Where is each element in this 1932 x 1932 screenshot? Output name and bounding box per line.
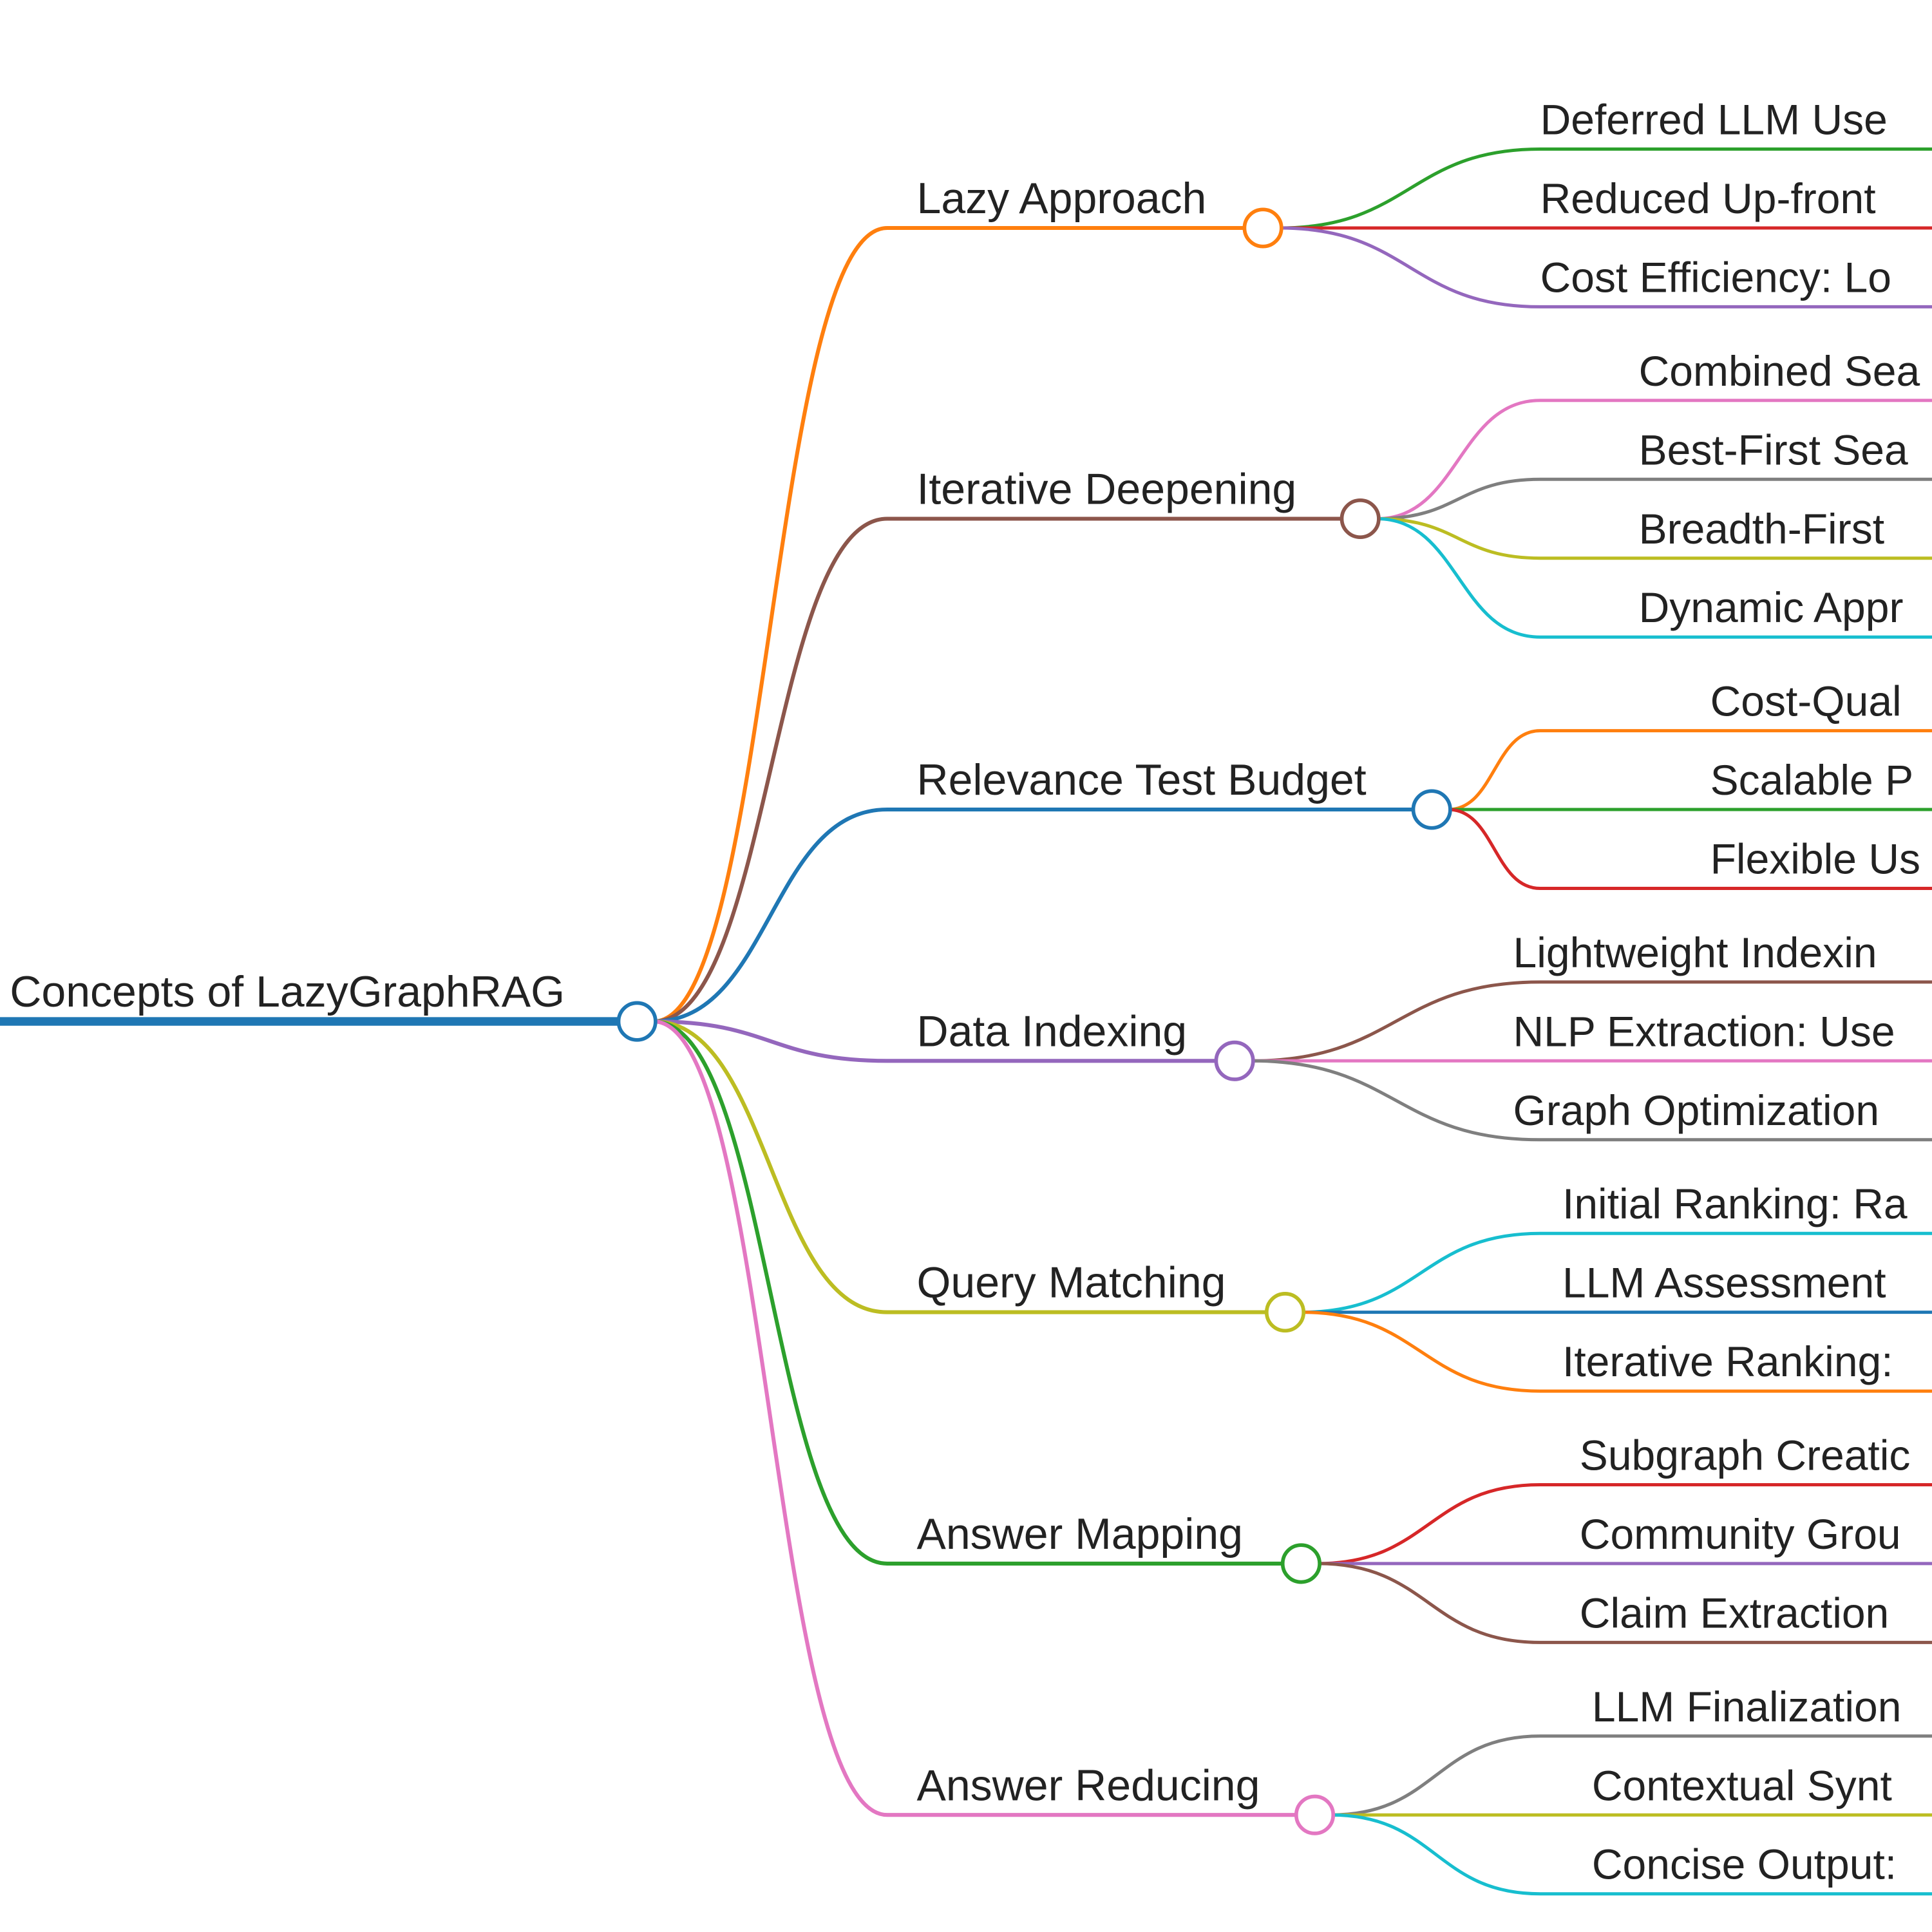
- branch-node[interactable]: [1280, 1543, 1321, 1584]
- root-label: Concepts of LazyGraphRAG: [10, 967, 565, 1016]
- leaf-label: Combined Sea: [1639, 347, 1920, 395]
- branch-node[interactable]: [1340, 498, 1381, 540]
- leaf-label: Cost-Qual: [1710, 677, 1902, 725]
- leaf-label: Community Grou: [1580, 1510, 1901, 1558]
- leaf-label: Flexible Us: [1710, 835, 1920, 883]
- leaf-label: Cost Efficiency: Lo: [1540, 253, 1891, 301]
- leaf-link: [1251, 1059, 1932, 1142]
- mindmap-nodes: [616, 207, 1452, 1835]
- branch-label: Lazy Approach: [917, 174, 1207, 223]
- leaf-link: [1331, 1734, 1932, 1817]
- leaf-label: Graph Optimization: [1513, 1086, 1880, 1134]
- branch-label: Query Matching: [917, 1258, 1226, 1307]
- leaf-label: Breadth-First: [1639, 505, 1884, 553]
- leaf-label: Lightweight Indexin: [1513, 929, 1877, 976]
- branch-link: [653, 1019, 1296, 1817]
- leaf-label: Iterative Ranking:: [1562, 1338, 1893, 1385]
- leaf-label: Scalable P: [1710, 756, 1914, 804]
- leaf-link: [1448, 808, 1932, 890]
- leaf-link: [1279, 226, 1932, 308]
- branch-node[interactable]: [1294, 1794, 1336, 1835]
- leaf-link: [1318, 1562, 1932, 1644]
- leaf-label: LLM Finalization: [1592, 1683, 1902, 1730]
- leaf-link: [1302, 1311, 1932, 1393]
- branch-link: [653, 1019, 1267, 1314]
- branch-label: Answer Reducing: [917, 1761, 1260, 1810]
- branch-node[interactable]: [1411, 789, 1452, 830]
- leaf-label: Best-First Sea: [1639, 426, 1908, 473]
- branch-link: [653, 225, 1245, 1024]
- leaf-link: [1377, 399, 1932, 520]
- branch-label: Iterative Deepening: [917, 465, 1297, 514]
- leaf-link: [1302, 1231, 1932, 1314]
- leaf-label: LLM Assessment: [1562, 1259, 1886, 1307]
- branch-link: [653, 807, 1414, 1024]
- branch-node[interactable]: [1264, 1292, 1306, 1333]
- branch-label: Data Indexing: [917, 1007, 1188, 1056]
- mindmap-labels: Concepts of LazyGraphRAG Lazy Approach Def…: [10, 96, 1920, 1888]
- leaf-label: NLP Extraction: Use: [1513, 1007, 1895, 1055]
- branch-label: Answer Mapping: [917, 1510, 1243, 1558]
- leaf-link: [1279, 147, 1932, 230]
- leaf-link: [1377, 477, 1932, 520]
- leaf-link: [1377, 517, 1932, 639]
- leaf-link: [1251, 980, 1932, 1063]
- leaf-label: Initial Ranking: Ra: [1562, 1180, 1908, 1227]
- root-node[interactable]: [616, 1001, 658, 1042]
- branch-node[interactable]: [1242, 207, 1283, 249]
- branch-label: Relevance Test Budget: [917, 755, 1367, 804]
- leaf-label: Subgraph Creatic: [1580, 1432, 1911, 1479]
- leaf-link: [1331, 1813, 1932, 1896]
- leaf-link: [1377, 517, 1932, 560]
- leaf-label: Claim Extraction: [1580, 1589, 1889, 1636]
- leaf-link: [1448, 729, 1932, 811]
- leaf-label: Contextual Synt: [1592, 1761, 1892, 1809]
- branch-link: [653, 516, 1342, 1024]
- leaf-label: Reduced Up-front: [1540, 175, 1876, 222]
- leaf-label: Concise Output:: [1592, 1841, 1897, 1888]
- branch-node[interactable]: [1214, 1040, 1255, 1081]
- branch-link: [653, 1019, 1217, 1063]
- leaf-link: [1318, 1483, 1932, 1566]
- leaf-label: Deferred LLM Use: [1540, 96, 1888, 144]
- branch-link: [653, 1019, 1283, 1566]
- mindmap-links: [0, 147, 1932, 1896]
- leaf-label: Dynamic Appr: [1639, 583, 1904, 631]
